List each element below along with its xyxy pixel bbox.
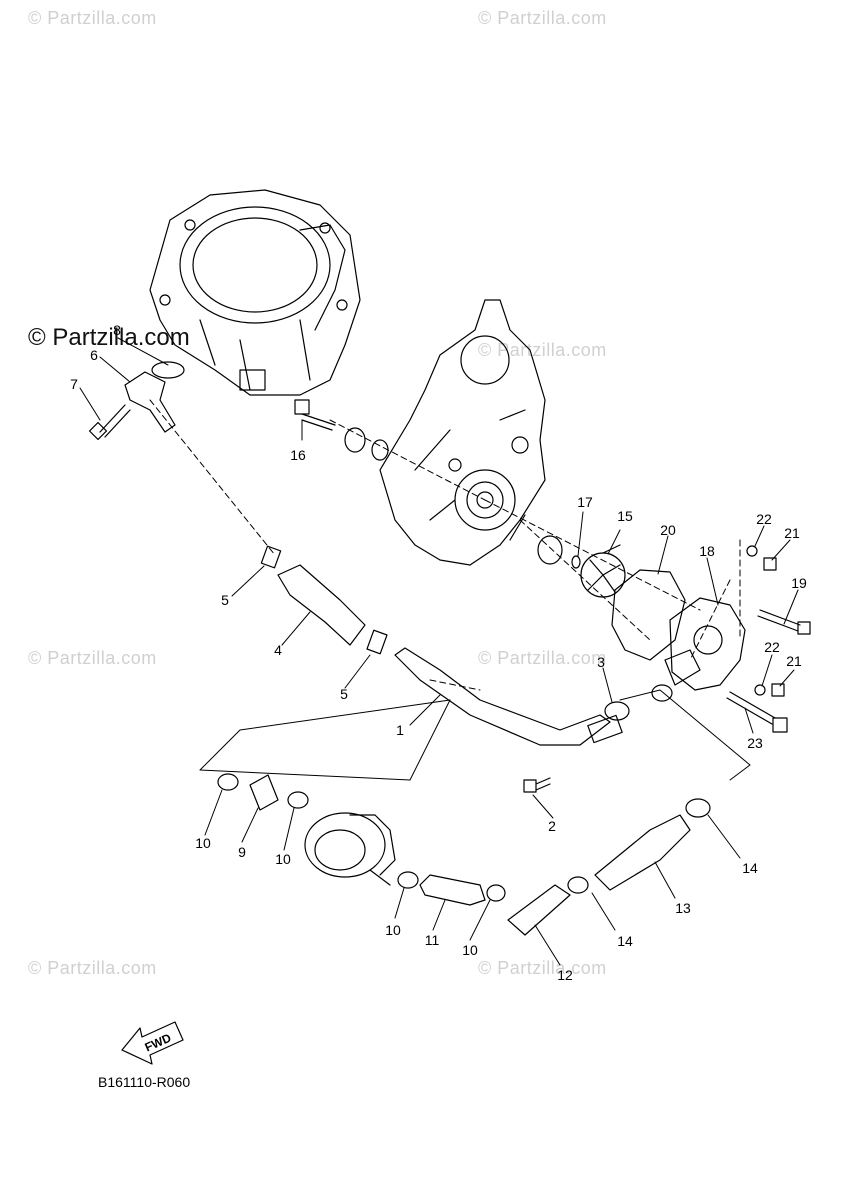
callout-10a: 10: [195, 835, 211, 851]
clamp-14a: [685, 798, 711, 818]
clamp-14b: [567, 876, 589, 894]
cylinder-block: [149, 189, 361, 396]
callout-21a: 21: [784, 525, 800, 541]
washer-22b: [754, 684, 766, 696]
gasket-20: [611, 569, 686, 661]
callout-14b: 14: [617, 933, 633, 949]
impeller-15: [580, 544, 626, 598]
outlet-fitting-6: [124, 371, 176, 433]
clamp-5b: [366, 629, 388, 655]
o-ring-8: [151, 361, 185, 379]
callout-8: 8: [113, 322, 121, 338]
oil-seal: [537, 535, 563, 565]
leader-lines: [79, 337, 799, 966]
callout-22a: 22: [756, 511, 772, 527]
bolt-7: [88, 404, 131, 441]
clamp-10d: [486, 884, 506, 902]
watermark: © Partzilla.com: [478, 958, 607, 978]
union-9: [249, 774, 279, 811]
watermark: © Partzilla.com: [28, 8, 157, 28]
hose-13: [594, 814, 691, 891]
washer-22a: [746, 545, 758, 557]
callout-23: 23: [747, 735, 763, 751]
watermark: © Partzilla.com: [478, 648, 607, 668]
clamp-10c: [397, 871, 419, 889]
pipe-1-flange: [587, 714, 623, 744]
callout-10c: 10: [385, 922, 401, 938]
watermark-strong: © Partzilla.com: [28, 324, 190, 351]
callout-12: 12: [557, 967, 573, 983]
callout-7: 7: [70, 376, 78, 392]
callout-13: 13: [675, 900, 691, 916]
hose-11: [419, 874, 486, 906]
hose-4: [277, 564, 366, 646]
callout-18: 18: [699, 543, 715, 559]
callout-9: 9: [238, 844, 246, 860]
callout-11: 11: [424, 932, 440, 948]
clamp-10a: [217, 773, 239, 791]
bolt-21b: [771, 683, 785, 697]
watermark: © Partzilla.com: [478, 340, 607, 360]
diagram-code: B161110-R060: [98, 1074, 191, 1090]
watermark: © Partzilla.com: [28, 958, 157, 978]
callout-20: 20: [660, 522, 676, 538]
callout-4: 4: [274, 642, 282, 658]
crankcase-cover: [379, 299, 546, 566]
callout-5a: 5: [221, 592, 229, 608]
callout-17: 17: [577, 494, 593, 510]
oil-cooler: [304, 812, 396, 886]
alignment-lines: [149, 399, 741, 691]
watermark: © Partzilla.com: [28, 648, 157, 668]
shaft-16: [294, 399, 389, 461]
pump-cover-18: [651, 597, 746, 702]
watermark: © Partzilla.com: [478, 8, 607, 28]
callout-16: 16: [290, 447, 306, 463]
bolt-19: [757, 609, 811, 635]
clamp-10b: [287, 791, 309, 809]
clamp-5a: [260, 545, 282, 569]
bolt-2: [523, 777, 551, 793]
callout-22b: 22: [764, 639, 780, 655]
o-ring-3: [604, 701, 630, 721]
fwd-arrow-icon: FWD: [121, 1021, 184, 1065]
bolt-21a: [763, 557, 777, 571]
callout-19: 19: [791, 575, 807, 591]
assembly-brackets: [199, 689, 751, 781]
callout-14a: 14: [742, 860, 758, 876]
washer-17: [571, 555, 581, 569]
callout-21b: 21: [786, 653, 802, 669]
pipe-12: [507, 884, 571, 936]
callout-3: 3: [597, 654, 605, 670]
callout-15: 15: [617, 508, 633, 524]
callout-5b: 5: [340, 686, 348, 702]
callout-1: 1: [396, 722, 404, 738]
callout-10b: 10: [275, 851, 291, 867]
bolt-23: [726, 691, 788, 733]
callout-10d: 10: [462, 942, 478, 958]
callout-2: 2: [548, 818, 556, 834]
callout-6: 6: [90, 347, 98, 363]
pipe-1: [394, 647, 611, 746]
